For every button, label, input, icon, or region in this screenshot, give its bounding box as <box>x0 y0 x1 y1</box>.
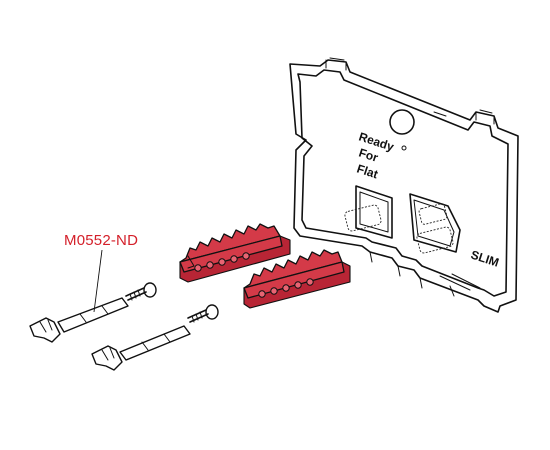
plate-text-slim: SLIM <box>469 248 501 270</box>
plunger-rod-lower <box>91 325 191 371</box>
screw-lower <box>187 304 219 323</box>
part-leader-line <box>93 249 103 313</box>
screw-upper <box>125 282 157 301</box>
plate-text-flat: Flat <box>355 162 380 182</box>
red-clip-upper <box>179 223 291 283</box>
red-clip-lower <box>243 249 351 309</box>
part-number-label: M0552-ND <box>64 232 139 249</box>
plate-text-for: For <box>357 146 380 165</box>
plunger-rod-upper <box>29 297 129 343</box>
